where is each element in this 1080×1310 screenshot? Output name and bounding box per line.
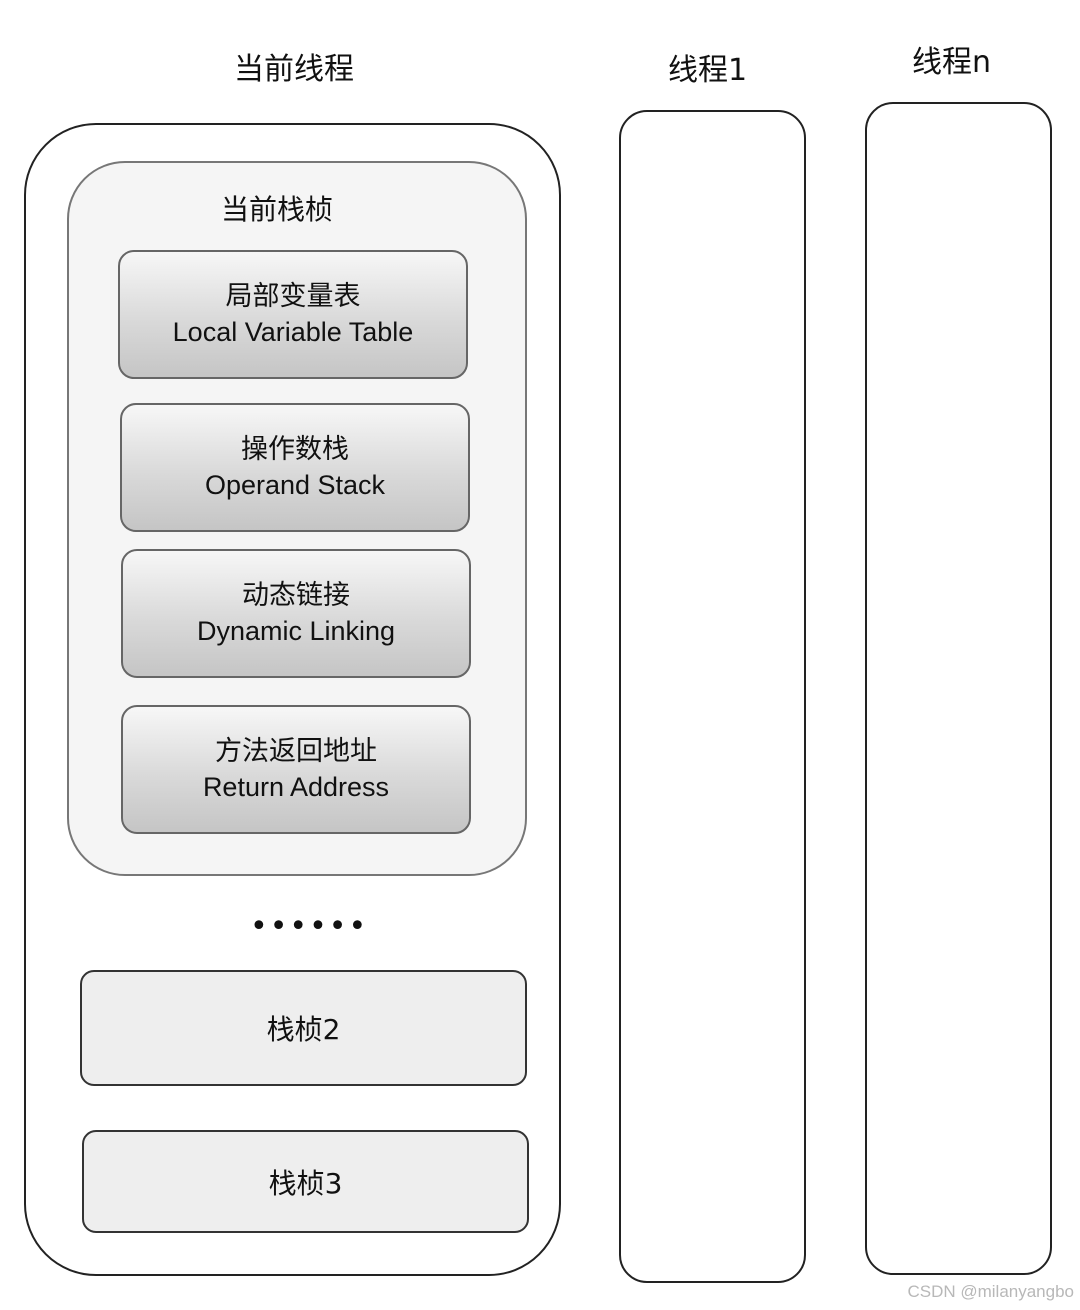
thread-n-title: 线程n bbox=[912, 45, 992, 80]
return-address: 方法返回地址 Return Address bbox=[121, 705, 471, 834]
local-variable-table: 局部变量表 Local Variable Table bbox=[118, 250, 468, 379]
operand-stack-cn: 操作数栈 bbox=[241, 434, 349, 466]
stack-frame-2: 栈桢2 bbox=[80, 970, 527, 1086]
current-thread-title: 当前线程 bbox=[234, 52, 354, 87]
dynamic-linking-cn: 动态链接 bbox=[242, 580, 350, 612]
thread-1-title: 线程1 bbox=[668, 53, 748, 88]
return-address-en: Return Address bbox=[202, 771, 390, 802]
operand-stack: 操作数栈 Operand Stack bbox=[120, 403, 470, 532]
thread-n-box bbox=[865, 102, 1052, 1275]
watermark: CSDN @milanyangbo bbox=[907, 1282, 1074, 1301]
local-variable-table-cn: 局部变量表 bbox=[225, 281, 361, 313]
dynamic-linking-en: Dynamic Linking bbox=[196, 615, 396, 646]
operand-stack-en: Operand Stack bbox=[204, 469, 386, 500]
local-variable-table-en: Local Variable Table bbox=[172, 316, 414, 347]
current-stack-frame-title: 当前栈桢 bbox=[221, 193, 334, 226]
dynamic-linking: 动态链接 Dynamic Linking bbox=[121, 549, 471, 678]
more-frames-ellipsis: •••••• bbox=[250, 909, 369, 944]
thread-1-box bbox=[619, 110, 806, 1283]
return-address-cn: 方法返回地址 bbox=[215, 736, 377, 768]
stack-frame-3: 栈桢3 bbox=[82, 1130, 529, 1233]
